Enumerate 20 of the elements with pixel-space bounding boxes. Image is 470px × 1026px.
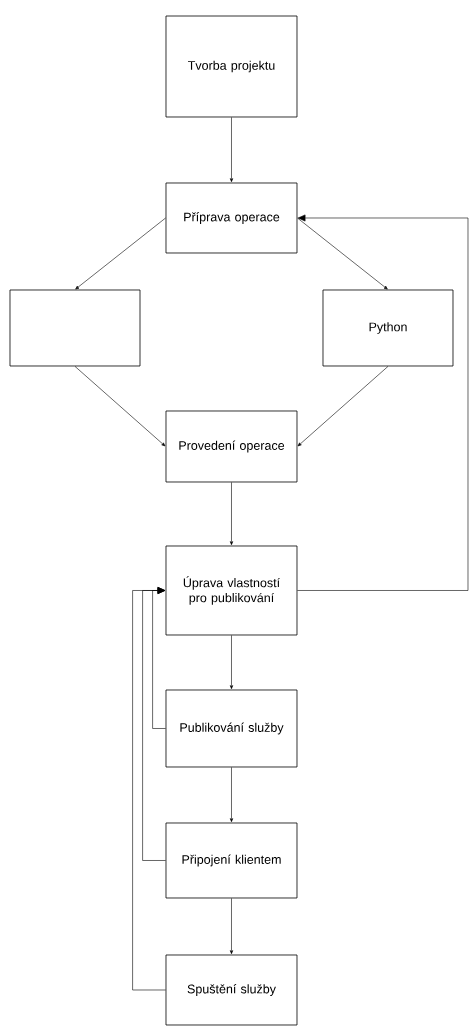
process-box: Provedení operace (165, 410, 298, 483)
arrow (229, 635, 234, 690)
process-box: Příprava operace (165, 182, 298, 254)
arrow (75, 217, 166, 290)
process-box: Publikování služby (165, 689, 298, 768)
arrow (297, 214, 469, 591)
arrow (229, 117, 234, 183)
arrow (297, 366, 389, 447)
process-box: Úprava vlastností pro publikování (165, 545, 298, 636)
process-box: Spuštění služby (165, 954, 298, 1026)
arrow (229, 767, 234, 823)
arrow (229, 482, 234, 546)
arrow (74, 366, 166, 447)
process-box: Připojení klientem (165, 822, 298, 899)
arrow (132, 587, 166, 991)
arrow (297, 217, 388, 290)
process-box: Tvorba projektu (165, 15, 298, 118)
process-box: Python (322, 289, 454, 367)
empty-box (9, 289, 141, 367)
arrow (229, 898, 234, 955)
